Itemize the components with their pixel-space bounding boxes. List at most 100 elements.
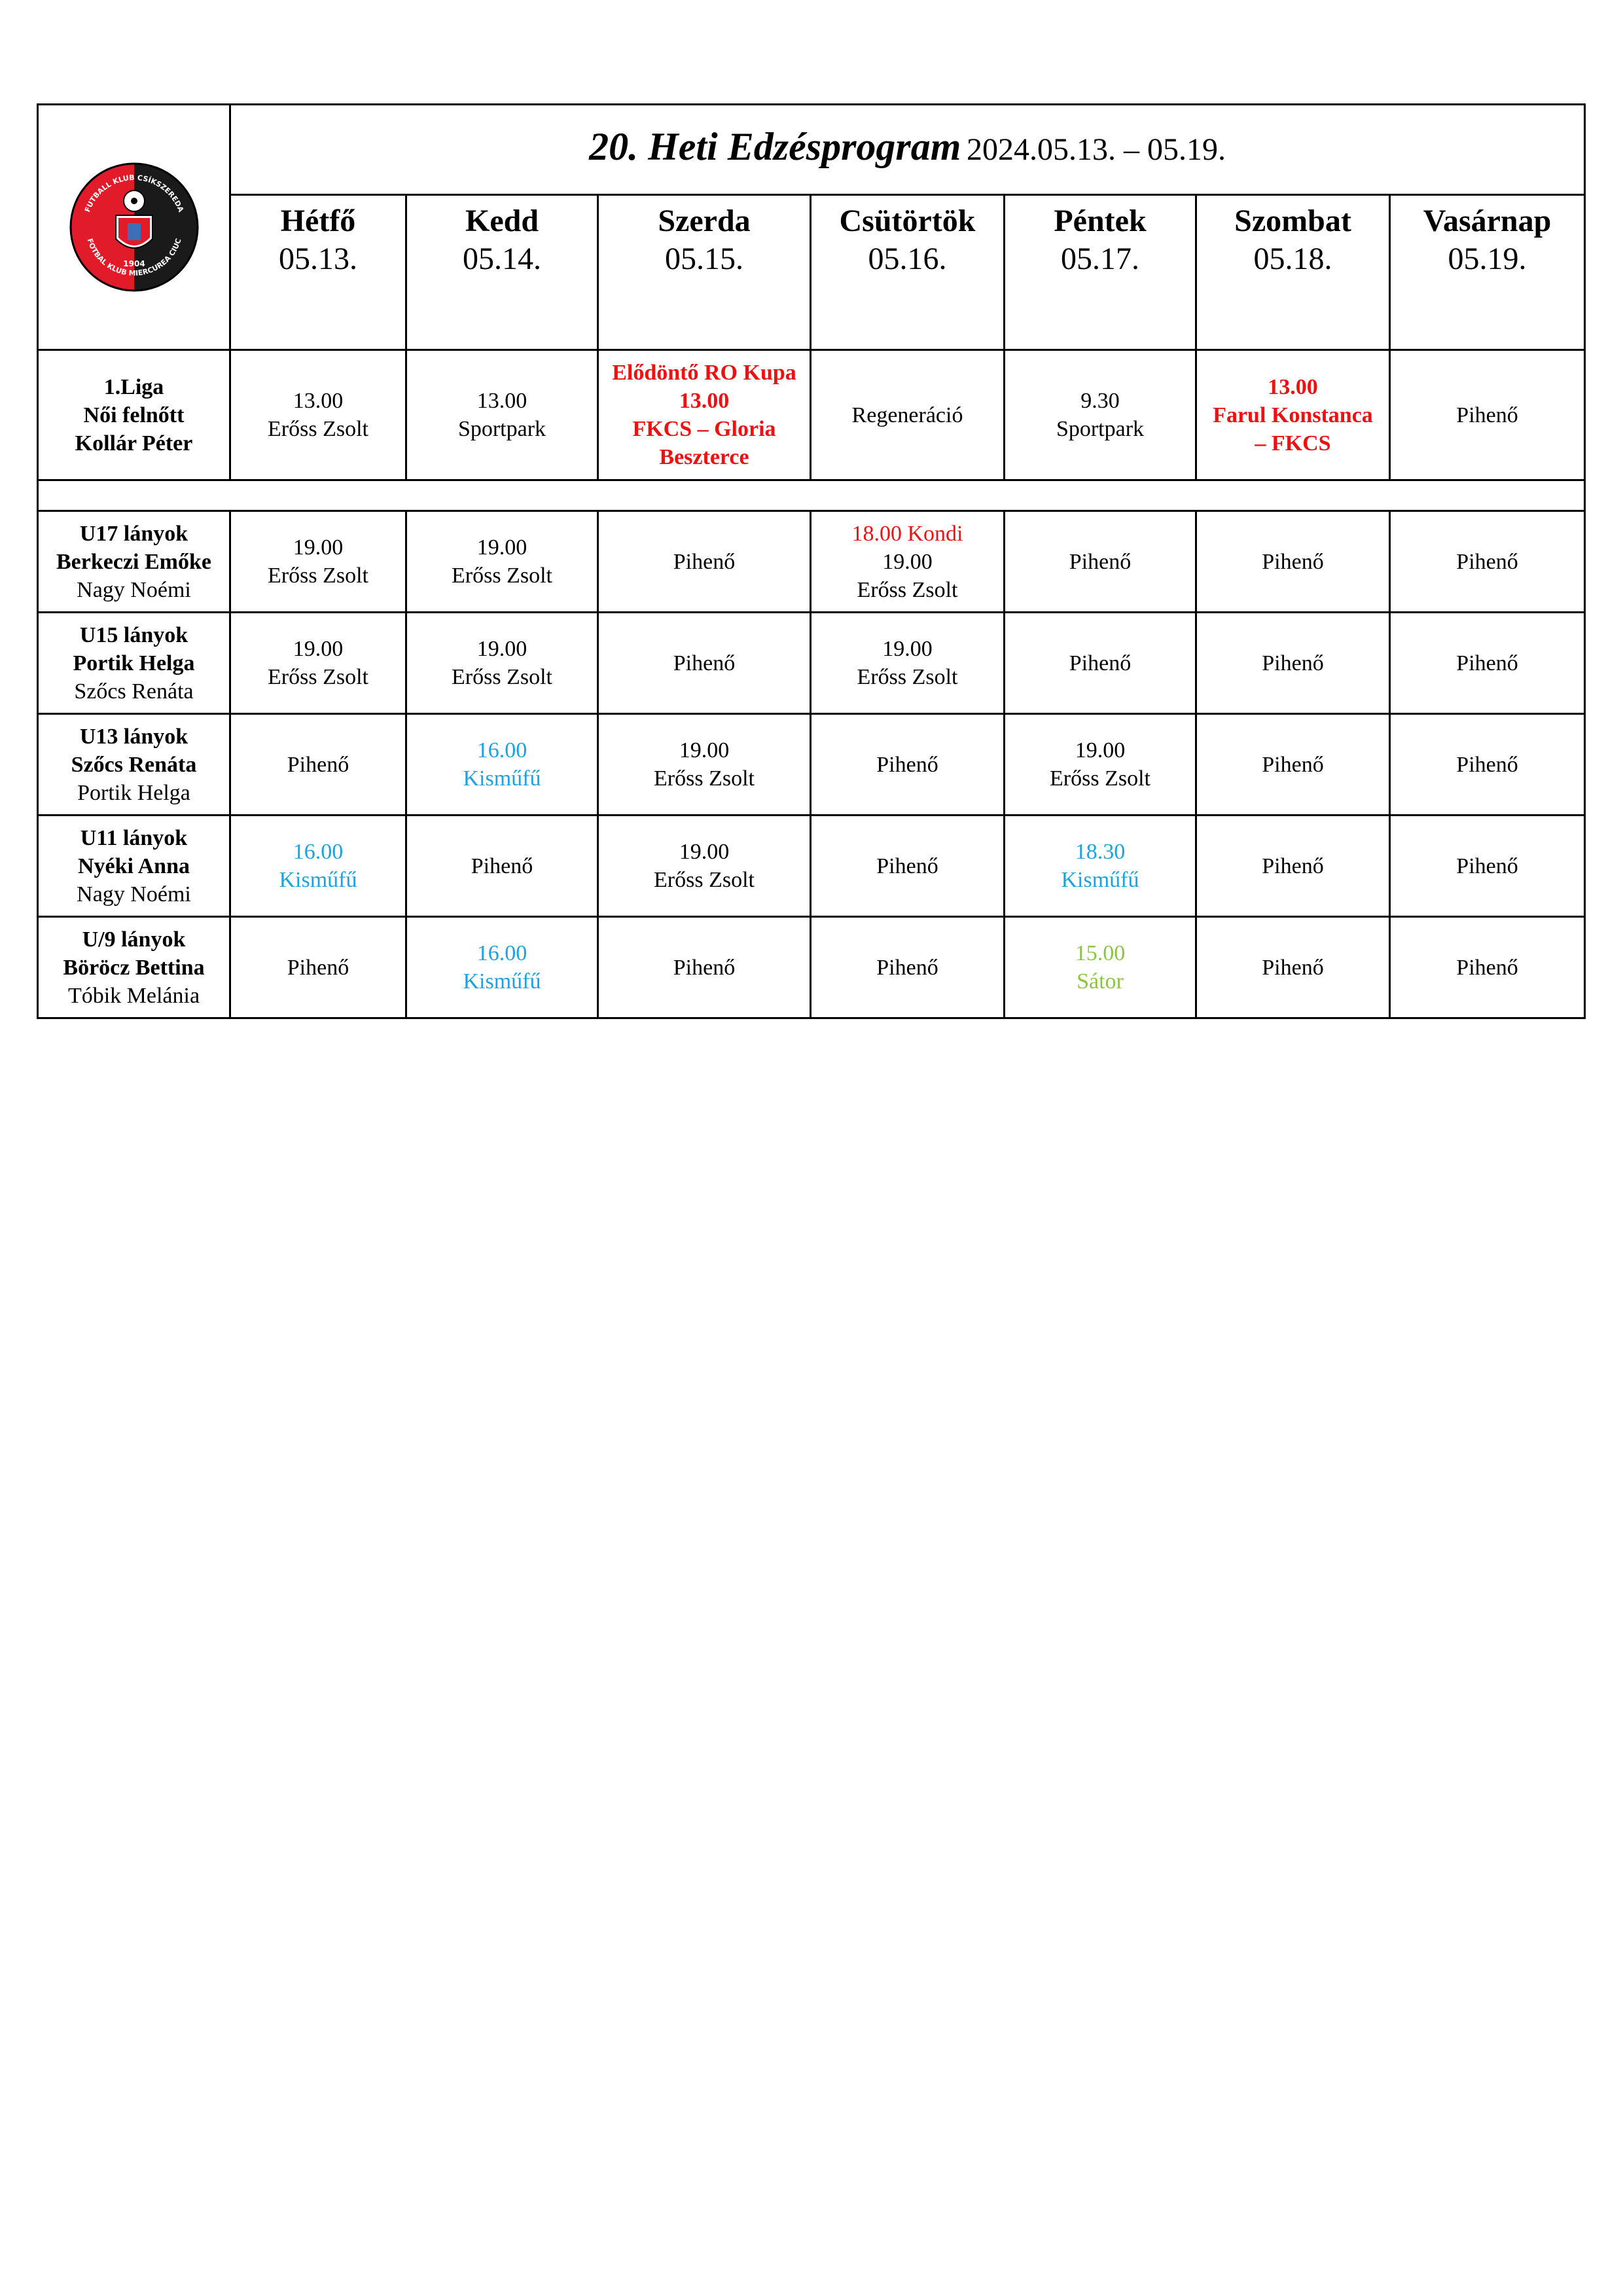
cell-line: 19.00 [476,535,527,560]
title-cell: 20. Heti Edzésprogram 2024.05.13. – 05.1… [228,103,1586,196]
day-date: 05.18. [1253,242,1332,276]
cell-line: 13.00 [476,389,527,413]
day-header: Szombat 05.18. [1195,194,1391,351]
schedule-cell: Pihenő [1003,611,1197,715]
cell-line: U11 lányok [80,825,188,850]
logo-cell: FUTBALL KLUB CSÍKSZEREDA FOTBAL KLUB MIE… [37,103,231,351]
schedule-cell: Pihenő [1195,611,1391,715]
cell-line: Pihenő [1456,403,1518,427]
cell-line: 1.Liga [103,374,164,399]
schedule-cell: Pihenő [1388,713,1586,816]
cell-line: Pihenő [673,549,736,574]
day-name: Péntek [1054,204,1147,238]
schedule-cell: Regeneráció [810,349,1005,481]
cell-line: Pihenő [287,955,349,980]
schedule-cell: Pihenő [597,510,812,613]
cell-line: Elődöntő RO Kupa [612,361,796,385]
day-name: Vasárnap [1423,204,1552,238]
cell-line: Pihenő [1456,549,1518,574]
cell-line: Pihenő [1069,549,1132,574]
spacer-row [36,479,1586,512]
day-date: 05.19. [1448,242,1527,276]
schedule-cell: Pihenő [1388,814,1586,918]
day-name: Hétfő [280,204,356,238]
cell-line: 19.00 [679,840,730,864]
cell-line: Kisműfű [1061,868,1139,892]
schedule-cell: Pihenő [1003,510,1197,613]
cell-line: Portik Helga [77,780,190,805]
spacer-cell [36,479,1586,512]
cell-line: U17 lányok [79,521,188,546]
cell-line: 19.00 [293,637,344,661]
date-range: 2024.05.13. – 05.19. [966,132,1226,167]
cell-line: U/9 lányok [82,927,186,952]
cell-line: Portik Helga [73,651,195,675]
cell-line: Sportpark [457,417,546,441]
cell-line: Erőss Zsolt [654,868,755,892]
cell-line: 13.00 [293,389,344,413]
cell-line: Pihenő [1262,651,1324,675]
cell-line: 13.00 [1268,374,1318,399]
schedule-cell: Pihenő [810,814,1005,918]
cell-line: Erőss Zsolt [857,665,958,689]
schedule-cell: Pihenő [810,713,1005,816]
cell-line: Farul Konstanca [1213,403,1373,427]
cell-line: 19.00 [679,738,730,762]
schedule-cell: Pihenő [1388,611,1586,715]
cell-line: Erőss Zsolt [268,564,368,588]
schedule-cell: Pihenő [597,611,812,715]
day-date: 05.14. [463,242,541,276]
cell-line: Pihenő [1262,549,1324,574]
cell-line: Szőcs Renáta [71,752,197,777]
cell-line: Szőcs Renáta [74,679,194,704]
cell-line: U13 lányok [79,724,188,749]
cell-line: Nagy Noémi [77,882,191,906]
schedule-cell: Pihenő [810,916,1005,1019]
cell-line: Erőss Zsolt [1050,766,1150,791]
schedule-cell: Pihenő [1388,510,1586,613]
cell-line: Erőss Zsolt [654,766,755,791]
cell-line: Pihenő [1456,853,1518,878]
cell-line: Kisműfű [279,868,357,892]
cell-line: Pihenő [1456,955,1518,980]
cell-line: Pihenő [876,853,938,878]
cell-line: 15.00 [1075,941,1126,965]
day-name: Szombat [1234,204,1351,238]
schedule-cell: Pihenő [405,814,599,918]
cell-line: 19.00 [1075,738,1126,762]
cell-line: Sátor [1077,969,1124,994]
schedule-cell: Pihenő [1195,510,1391,613]
cell-line: Pihenő [1069,651,1132,675]
cell-line: 19.00 [882,549,933,574]
cell-line: Tóbik Melánia [67,983,200,1008]
cell-line: Erőss Zsolt [452,665,552,689]
schedule-cell: Pihenő [1195,713,1391,816]
day-date: 05.16. [868,242,947,276]
cell-line: FKCS – Gloria [632,417,776,441]
day-name: Kedd [465,204,539,238]
